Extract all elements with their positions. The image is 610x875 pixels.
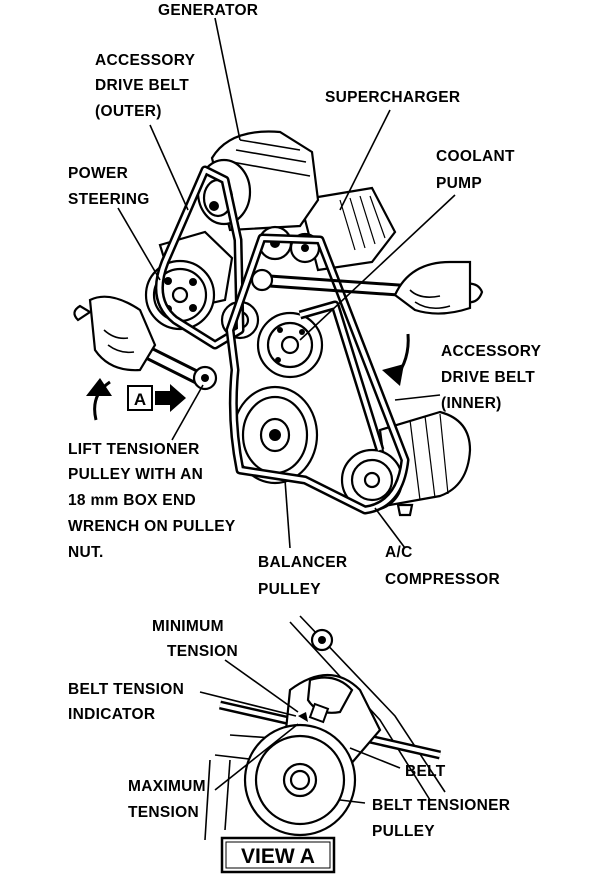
right-hand-wrench bbox=[250, 260, 484, 315]
label-belt-inner-line1: ACCESSORY bbox=[441, 343, 542, 360]
labels: GENERATOR ACCESSORY DRIVE BELT (OUTER) S… bbox=[68, 2, 542, 868]
label-view-a: VIEW A bbox=[241, 845, 315, 868]
label-lift-line5: NUT. bbox=[68, 544, 104, 561]
label-max-tension-line1: MAXIMUM bbox=[128, 778, 206, 795]
label-belt-outer-line2: DRIVE BELT bbox=[95, 77, 189, 94]
callout-a-letter: A bbox=[134, 390, 146, 409]
label-ac-line1: A/C bbox=[385, 544, 413, 561]
label-generator: GENERATOR bbox=[158, 2, 258, 19]
label-belt: BELT bbox=[405, 763, 446, 780]
label-max-tension-line2: TENSION bbox=[128, 804, 199, 821]
label-belt-outer-line1: ACCESSORY bbox=[95, 52, 196, 69]
label-coolant-line1: COOLANT bbox=[436, 148, 515, 165]
label-indicator-line2: INDICATOR bbox=[68, 706, 155, 723]
left-hand-wrench bbox=[73, 295, 218, 391]
label-tensioner-line1: BELT TENSIONER bbox=[372, 797, 510, 814]
label-balancer-line1: BALANCER bbox=[258, 554, 347, 571]
rotation-arrow-right bbox=[382, 333, 410, 386]
label-min-tension-line2: TENSION bbox=[167, 643, 238, 660]
view-a-callout: A bbox=[127, 384, 186, 412]
balancer-pulley bbox=[231, 385, 319, 485]
generator bbox=[196, 130, 320, 232]
label-supercharger: SUPERCHARGER bbox=[325, 89, 460, 106]
label-indicator-line1: BELT TENSION bbox=[68, 681, 184, 698]
label-tensioner-line2: PULLEY bbox=[372, 823, 435, 840]
label-min-tension-line1: MINIMUM bbox=[152, 618, 224, 635]
label-lift-line2: PULLEY WITH AN bbox=[68, 466, 203, 483]
label-power-line1: POWER bbox=[68, 165, 128, 182]
label-balancer-line2: PULLEY bbox=[258, 581, 321, 598]
label-coolant-line2: PUMP bbox=[436, 175, 482, 192]
coolant-pump bbox=[256, 311, 324, 379]
accessory-drive-belt-inner bbox=[225, 233, 410, 515]
leader-lines-main bbox=[117, 17, 456, 549]
label-belt-outer-line3: (OUTER) bbox=[95, 103, 162, 120]
rotation-arrow-left bbox=[86, 378, 112, 421]
label-belt-inner-line2: DRIVE BELT bbox=[441, 369, 535, 386]
label-lift-line4: WRENCH ON PULLEY bbox=[68, 518, 236, 535]
label-ac-line2: COMPRESSOR bbox=[385, 571, 500, 588]
label-lift-line1: LIFT TENSIONER bbox=[68, 441, 200, 458]
label-belt-inner-line3: (INNER) bbox=[441, 395, 502, 412]
label-power-line2: STEERING bbox=[68, 191, 150, 208]
label-lift-line3: 18 mm BOX END bbox=[68, 492, 196, 509]
view-a-detail bbox=[199, 615, 446, 874]
